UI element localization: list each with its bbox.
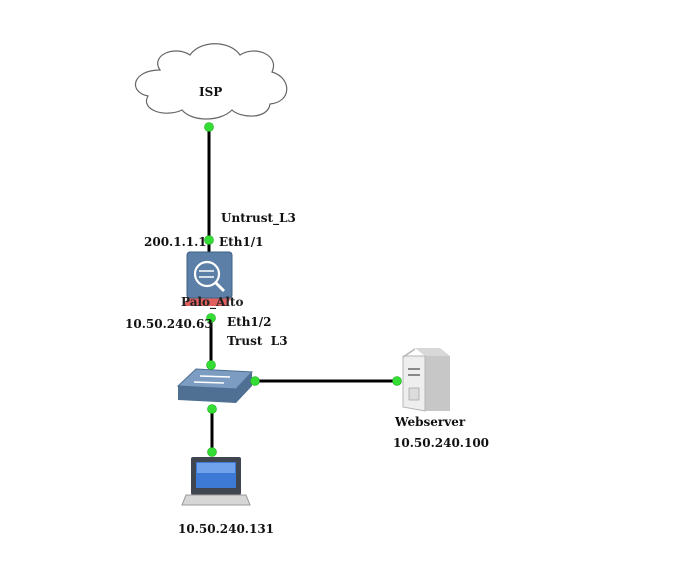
port-eth1-2	[206, 313, 216, 323]
laptop-icon[interactable]	[181, 457, 251, 506]
links	[207, 127, 397, 455]
trust-ip-label: 10.50.240.63	[125, 317, 213, 331]
trust-if-label: Eth1/2	[227, 315, 272, 329]
switch-icon[interactable]	[176, 368, 254, 403]
webserver-name-label: Webserver	[395, 415, 466, 429]
port-eth1-1	[204, 235, 214, 245]
firewall-icon[interactable]	[183, 251, 233, 306]
webserver-ip-label: 10.50.240.100	[393, 436, 490, 450]
untrust-zone-label: Untrust_L3	[221, 211, 296, 225]
port-isp	[204, 122, 214, 132]
port-dots	[204, 122, 402, 457]
untrust-ip-label: 200.1.1.1	[144, 235, 207, 249]
laptop-ip-label: 10.50.240.131	[178, 522, 275, 536]
port-laptop	[207, 447, 217, 457]
port-switch-right	[250, 376, 260, 386]
port-webserver	[392, 376, 402, 386]
isp-label: ISP	[199, 85, 223, 99]
server-icon[interactable]	[402, 348, 450, 412]
trust-zone-label: Trust L3	[227, 334, 288, 348]
port-switch-down	[207, 404, 217, 414]
port-switch-up	[206, 360, 216, 370]
isp-cloud-icon[interactable]	[134, 43, 288, 120]
firewall-name-label: Palo_Alto	[181, 295, 244, 309]
untrust-if-label: Eth1/1	[219, 235, 264, 249]
